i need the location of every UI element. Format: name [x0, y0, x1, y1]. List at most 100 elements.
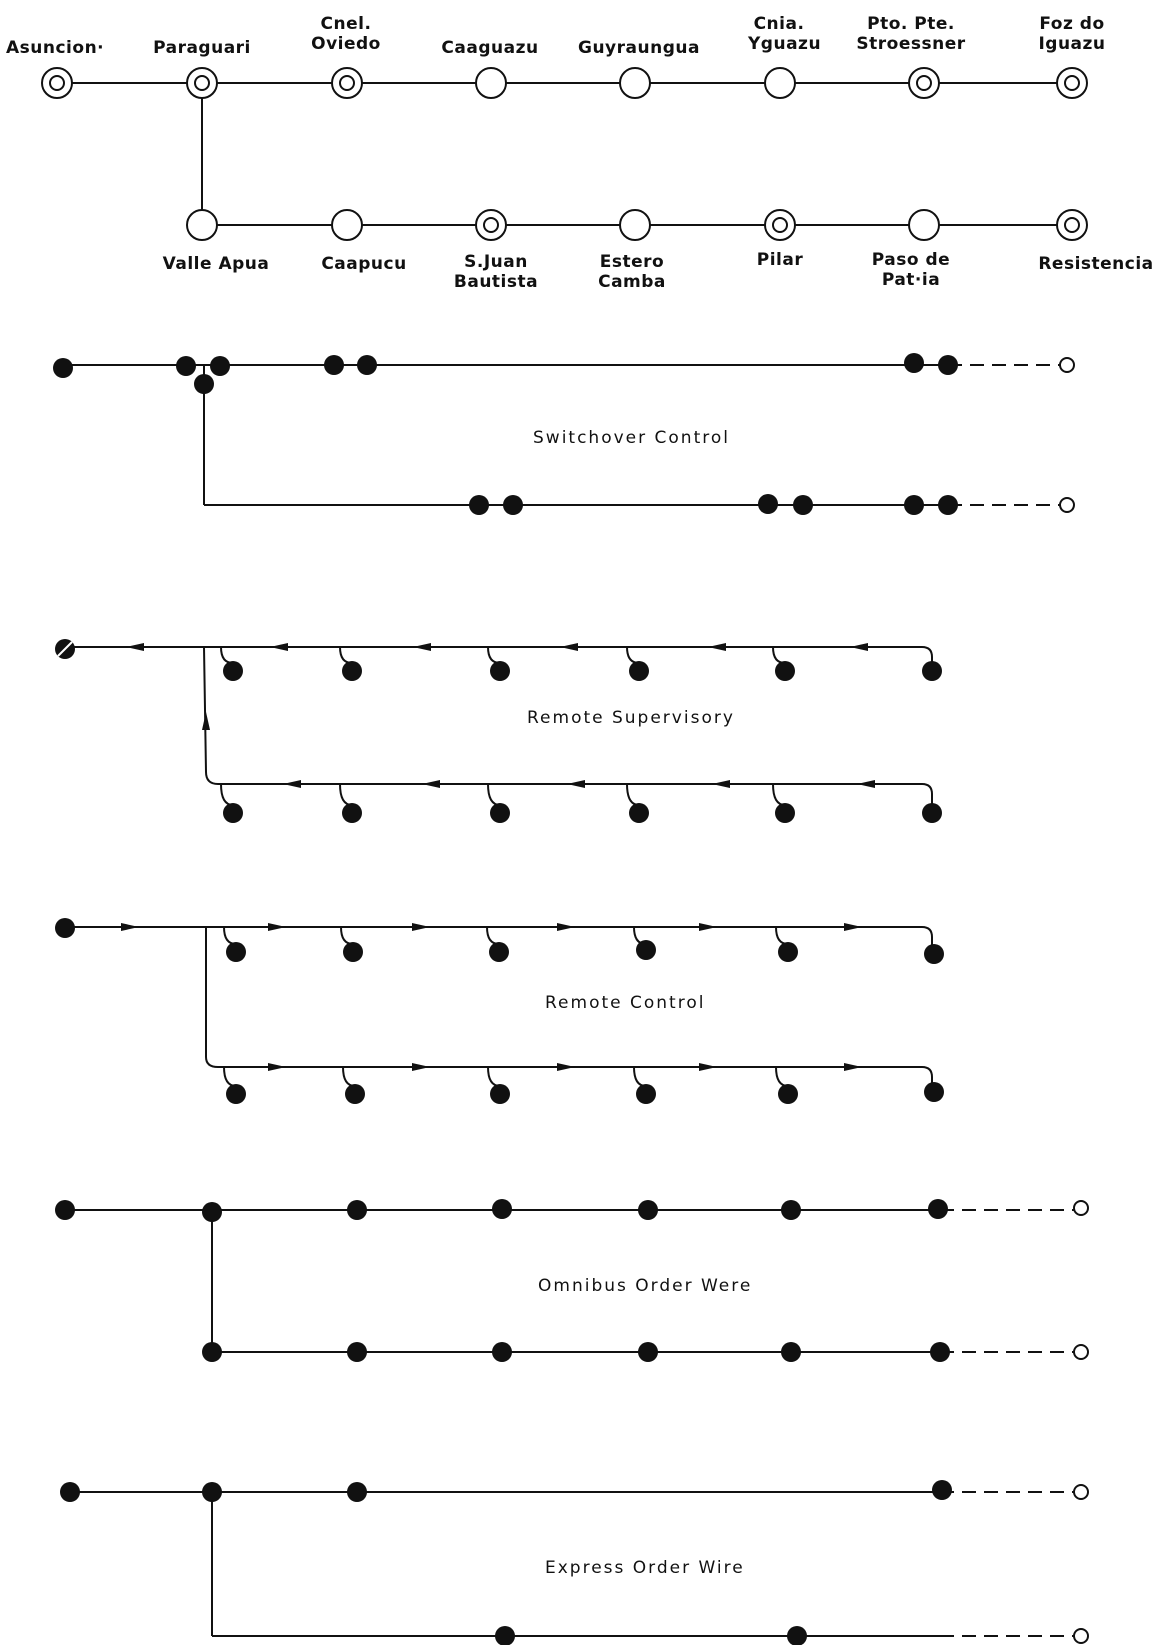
node [930, 1342, 950, 1362]
drop-line [626, 783, 640, 806]
node [226, 1084, 246, 1104]
drop-line [772, 646, 786, 664]
station-symbols [41, 67, 1088, 241]
node [347, 1342, 367, 1362]
node [636, 1084, 656, 1104]
section-title-remote-control: Remote Control [545, 993, 706, 1013]
node [53, 358, 73, 378]
station-label-cnia-yguazu: Cnia. Yguazu [748, 14, 822, 54]
drop-line [626, 646, 640, 664]
station-symbol-bottom [908, 209, 940, 241]
node [490, 661, 510, 681]
node [223, 803, 243, 823]
node [938, 355, 958, 375]
remote-supervisory-diagram [65, 643, 933, 806]
station-symbol-bottom [186, 209, 218, 241]
node [324, 355, 344, 375]
node [775, 661, 795, 681]
station-symbol-bottom [1056, 209, 1088, 241]
node [629, 803, 649, 823]
node [347, 1200, 367, 1220]
drop-line [339, 783, 353, 806]
node [781, 1200, 801, 1220]
node [778, 1084, 798, 1104]
node [503, 495, 523, 515]
node [223, 661, 243, 681]
node [194, 374, 214, 394]
station-label-pto-pte-stroessner: Pto. Pte. Stroessner [856, 14, 966, 54]
drop-line [633, 1066, 647, 1087]
station-label-resistencia: Resistencia [1038, 254, 1154, 274]
station-symbol-top [619, 67, 651, 99]
station-symbol-top [186, 67, 218, 99]
drop-line [220, 783, 234, 806]
node [342, 803, 362, 823]
drop-line [340, 926, 354, 945]
node [781, 1342, 801, 1362]
station-symbol-top [1056, 67, 1088, 99]
node [492, 1342, 512, 1362]
station-label-paso-de-patria: Paso de Pat·ia [871, 250, 951, 290]
section-title-remote-supervisory: Remote Supervisory [527, 708, 735, 728]
station-symbol-bottom [475, 209, 507, 241]
station-symbol-top [41, 67, 73, 99]
station-label-caapucu: Caapucu [321, 254, 407, 274]
node [787, 1626, 807, 1645]
omnibus-nodes [55, 1199, 950, 1362]
node [490, 1084, 510, 1104]
node [202, 1202, 222, 1222]
section-title-switchover-control: Switchover Control [533, 428, 730, 448]
node [210, 356, 230, 376]
remote-control-diagram [65, 923, 933, 1087]
node [932, 1480, 952, 1500]
node [469, 495, 489, 515]
drop-line [487, 646, 501, 664]
node [357, 355, 377, 375]
station-label-guyraungua: Guyraungua [578, 38, 700, 58]
node [793, 495, 813, 515]
drop-line [487, 1066, 501, 1087]
node [490, 803, 510, 823]
drop-line [487, 783, 501, 806]
drop-line [775, 1066, 789, 1087]
node [758, 494, 778, 514]
drop-line [220, 646, 234, 664]
node [202, 1482, 222, 1502]
node [928, 1199, 948, 1219]
station-label-pilar: Pilar [756, 250, 804, 270]
node [489, 942, 509, 962]
node [629, 661, 649, 681]
node [924, 944, 944, 964]
node [922, 803, 942, 823]
node [55, 918, 75, 938]
node [60, 1482, 80, 1502]
node [778, 942, 798, 962]
node [176, 356, 196, 376]
node [345, 1084, 365, 1104]
station-label-paraguari: Paraguari [153, 38, 251, 58]
drop-line [772, 783, 786, 806]
drop-line [339, 646, 353, 664]
node [638, 1342, 658, 1362]
switchover-nodes [53, 353, 958, 515]
node [226, 942, 246, 962]
station-symbol-bottom [331, 209, 363, 241]
node [922, 661, 942, 681]
station-label-valle-apua: Valle Apua [162, 254, 270, 274]
station-symbol-bottom [619, 209, 651, 241]
drop-line [342, 1066, 356, 1087]
node [343, 942, 363, 962]
node [924, 1082, 944, 1102]
node [202, 1342, 222, 1362]
node [342, 661, 362, 681]
drop-line [223, 926, 237, 945]
node [347, 1482, 367, 1502]
remote-control-nodes [55, 918, 944, 1104]
node [55, 1200, 75, 1220]
section-title-express-order-wire: Express Order Wire [545, 1558, 745, 1578]
station-topology [72, 82, 1072, 226]
node [638, 1200, 658, 1220]
station-symbol-top [475, 67, 507, 99]
node [492, 1199, 512, 1219]
